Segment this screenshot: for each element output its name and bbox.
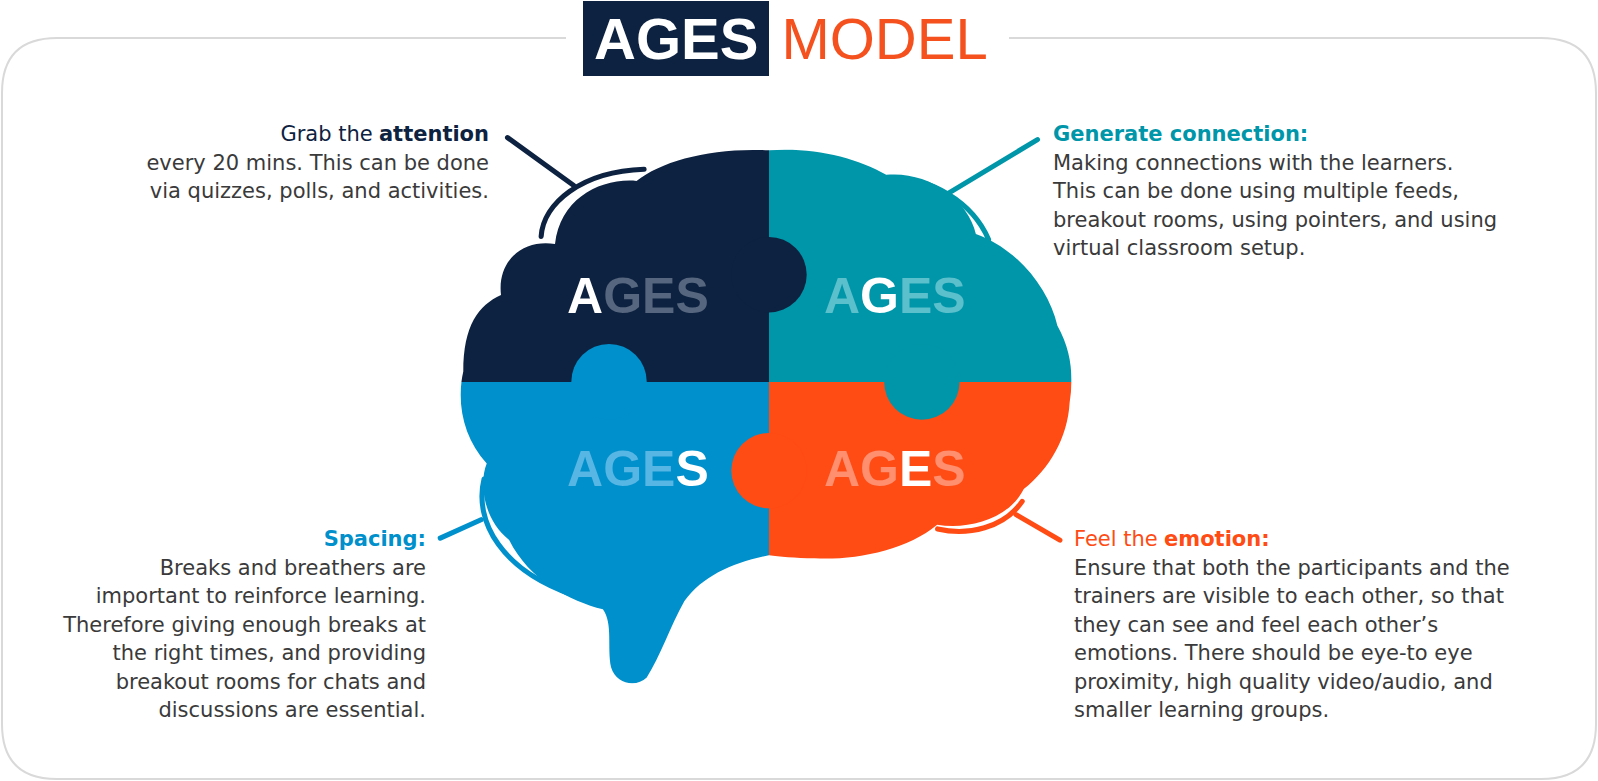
callout-emotion: Feel theemotion: Ensure that both the pa…: [1074, 525, 1544, 725]
puzzle-tab: [732, 237, 770, 312]
puzzle-tab: [885, 344, 960, 382]
quadrant-fill: [448, 382, 769, 703]
title-suffix: MODEL: [781, 1, 987, 76]
leader-line: [1016, 515, 1060, 540]
quadrant-shape: [769, 382, 1090, 703]
puzzle-tab: [732, 433, 770, 508]
callout-heading: Grab the attention: [121, 120, 489, 149]
puzzle-tab: [572, 382, 647, 420]
outer-frame: [2, 38, 1596, 779]
callout-spacing: Spacing: Breaks and breathers are import…: [54, 525, 426, 725]
heading-keyword: attention: [379, 122, 489, 146]
quadrant-label: AGES: [824, 441, 966, 497]
leader-line: [948, 140, 1038, 194]
heading-text: Feel the: [1074, 527, 1158, 551]
callout-heading: Feel theemotion:: [1074, 525, 1544, 554]
callout-body: Ensure that both the participants and th…: [1074, 554, 1544, 725]
puzzle-tab: [769, 433, 807, 508]
quadrant-shape: [448, 382, 769, 703]
brain-quadrant: AGES: [448, 132, 769, 382]
puzzle-tab: [885, 382, 960, 420]
quadrant-fill: [769, 132, 1090, 382]
brain-quadrant: AGES: [769, 382, 1090, 703]
title-bar: AGES MODEL: [583, 0, 988, 76]
leader-line: [440, 520, 481, 538]
quadrant-shape: [448, 132, 769, 382]
puzzle-tab: [572, 344, 647, 382]
quadrant-label: AGES: [824, 268, 966, 324]
title: AGES: [583, 1, 769, 76]
brain-quadrant: AGES: [448, 382, 769, 703]
callout-body: Breaks and breathers are important to re…: [54, 554, 426, 725]
callout-heading: Generate connection:: [1053, 120, 1498, 149]
quadrant-label: AGES: [567, 268, 709, 324]
callout-attention: Grab the attention every 20 mins. This ca…: [121, 120, 489, 206]
quadrant-shape: [769, 132, 1090, 382]
callout-body: every 20 mins. This can be done via quiz…: [121, 149, 489, 206]
leader-line: [508, 138, 574, 186]
heading-keyword: emotion:: [1164, 527, 1270, 551]
callout-body: Making connections with the learners. Th…: [1053, 149, 1498, 263]
quadrant-label: AGES: [567, 441, 709, 497]
quadrant-fill: [769, 382, 1090, 703]
puzzle-tab: [769, 237, 807, 312]
callout-connection: Generate connection: Making connections …: [1053, 120, 1498, 263]
brain-quadrant: AGES: [769, 132, 1090, 382]
heading-text: Grab the: [280, 122, 372, 146]
callout-heading: Spacing:: [54, 525, 426, 554]
